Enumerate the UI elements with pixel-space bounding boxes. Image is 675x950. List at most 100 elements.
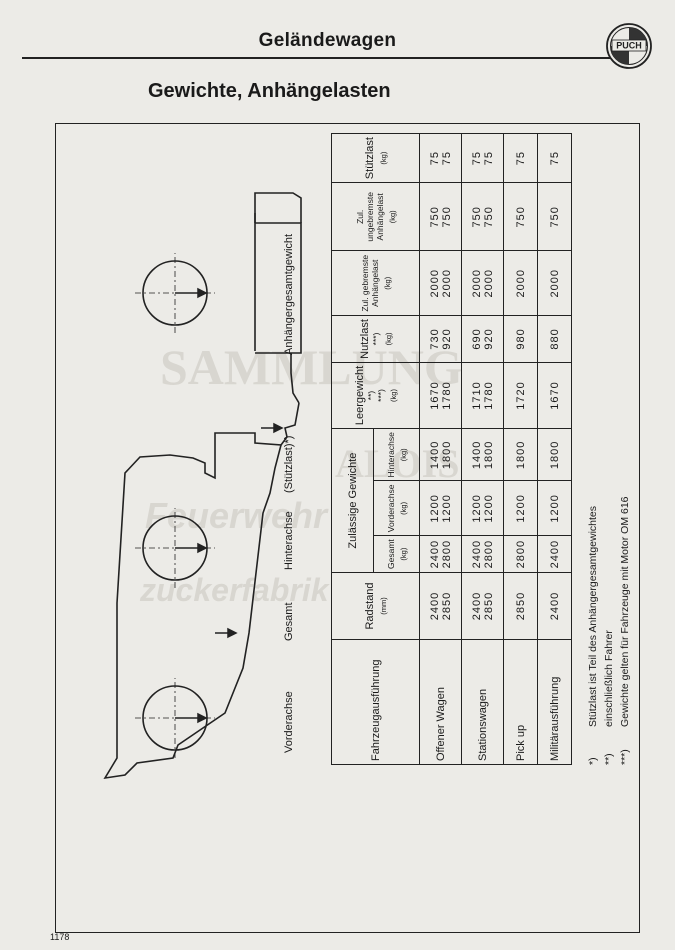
cell-value: 2000 xyxy=(440,269,453,298)
footnote-mark: **) xyxy=(603,753,615,765)
cell-value: 1670 xyxy=(548,381,561,410)
puch-logo-icon: PUCH xyxy=(606,23,652,69)
table-row: Militärausführung 2400 2400 1200 1800 1670 880… xyxy=(537,133,572,765)
cell-value: 2000 xyxy=(482,269,495,298)
header-tongue: Stützlast (kg) xyxy=(331,133,420,183)
cell-value: 1200 xyxy=(514,494,527,523)
cell-front: 1200 xyxy=(537,481,572,536)
cell-value: 2400 xyxy=(428,591,441,621)
cell-tongue: 75 xyxy=(503,133,538,183)
cell-value: 2000 xyxy=(548,269,561,298)
cell-value: 880 xyxy=(548,328,561,350)
cell-value: 1400 xyxy=(428,440,441,470)
header-vehicle: Fahrzeugausführung xyxy=(331,639,420,765)
cell-vehicle: Militärausführung xyxy=(537,639,572,765)
cell-value: 730 xyxy=(428,328,441,350)
cell-braked: 2000 xyxy=(503,250,538,316)
content-frame xyxy=(55,123,640,933)
cell-value: 2850 xyxy=(482,591,495,621)
header-permissible: Zulässige Gewichte xyxy=(331,428,374,573)
cell-unbraked: 750 xyxy=(537,182,572,251)
header-rule xyxy=(22,57,612,59)
cell-value: 1800 xyxy=(482,440,495,470)
cell-value: 2400 xyxy=(470,591,483,621)
cell-value: 2000 xyxy=(428,269,441,298)
footnotes: *) Stützlast ist Teil des Anhängergesamtg… xyxy=(585,496,633,765)
cell-empty: 1670 xyxy=(537,362,572,429)
cell-value: 2400 xyxy=(470,539,483,569)
cell-value: 750 xyxy=(440,206,453,228)
cell-front: 1200 xyxy=(503,481,538,536)
cell-value: 75 xyxy=(514,150,527,166)
cell-value: 2400 xyxy=(428,539,441,569)
cell-value: 75 xyxy=(470,150,483,166)
header-perm-rear: Hinterachse (kg) xyxy=(373,428,420,481)
cell-value: 2000 xyxy=(470,269,483,298)
footnote-mark: ***) xyxy=(619,749,631,765)
cell-value: 1800 xyxy=(514,440,527,470)
cell-rear: 1800 xyxy=(537,428,572,481)
cell-vehicle: Offener Wagen xyxy=(419,639,462,765)
footnote-text: Stützlast ist Teil des Anhängergesamtgew… xyxy=(587,505,599,727)
footnote: **) einschließlich Fahrer xyxy=(601,496,617,765)
cell-value: 2850 xyxy=(514,591,527,621)
cell-value: 750 xyxy=(482,206,495,228)
footnote: ***) Gewichte gelten für Fahrzeuge mit Mo… xyxy=(617,496,633,765)
label-tongue-load: (Stützlast)*) xyxy=(283,435,295,493)
footnote-text: Gewichte gelten für Fahrzeuge mit Motor … xyxy=(619,496,631,727)
cell-value: 2000 xyxy=(514,269,527,298)
cell-value: 75 xyxy=(440,150,453,166)
cell-value: 2400 xyxy=(548,591,561,621)
label-front-axle: Vorderachse xyxy=(283,691,295,753)
header-perm-front: Vorderachse (kg) xyxy=(373,481,420,536)
cell-total: 2400 xyxy=(537,535,572,573)
weights-table: Fahrzeugausführung Radstand (mm) Zulässi… xyxy=(331,133,572,765)
header-braked: Zul. gebremste Anhängelast (kg) xyxy=(331,250,420,316)
label-trailer-total: Anhängergesamtgewicht xyxy=(283,233,295,355)
footnote-mark: *) xyxy=(587,757,599,765)
cell-value: 1200 xyxy=(548,494,561,523)
cell-value: 2400 xyxy=(548,539,561,569)
cell-value: 75 xyxy=(548,150,561,166)
cell-value: 1780 xyxy=(440,381,453,410)
cell-value: 1800 xyxy=(440,440,453,470)
cell-value: 1800 xyxy=(548,440,561,470)
cell-value: 75 xyxy=(482,150,495,166)
cell-value: 750 xyxy=(548,206,561,228)
logo-text: PUCH xyxy=(616,41,642,51)
cell-unbraked: 750 xyxy=(503,182,538,251)
label-rear-axle: Hinterachse xyxy=(283,511,295,570)
cell-wheelbase: 2850 xyxy=(503,572,538,640)
header-wheelbase: Radstand (mm) xyxy=(331,572,420,640)
document-header-title: Geländewagen xyxy=(258,30,397,51)
cell-value: 2800 xyxy=(514,539,527,569)
cell-value: 1780 xyxy=(482,381,495,410)
header-perm-total: Gesamt (kg) xyxy=(373,535,420,573)
label-total: Gesamt xyxy=(283,602,295,641)
cell-tongue: 75 xyxy=(537,133,572,183)
footnote-text: einschließlich Fahrer xyxy=(603,630,615,727)
page-title: Gewichte, Anhängelasten xyxy=(148,80,391,102)
cell-rear: 1800 xyxy=(503,428,538,481)
cell-value: 1200 xyxy=(482,494,495,523)
footnote: *) Stützlast ist Teil des Anhängergesamtg… xyxy=(585,496,601,765)
cell-value: 920 xyxy=(440,328,453,350)
cell-value: 1200 xyxy=(440,494,453,523)
cell-value: 750 xyxy=(470,206,483,228)
cell-vehicle: Pick up xyxy=(503,639,538,765)
